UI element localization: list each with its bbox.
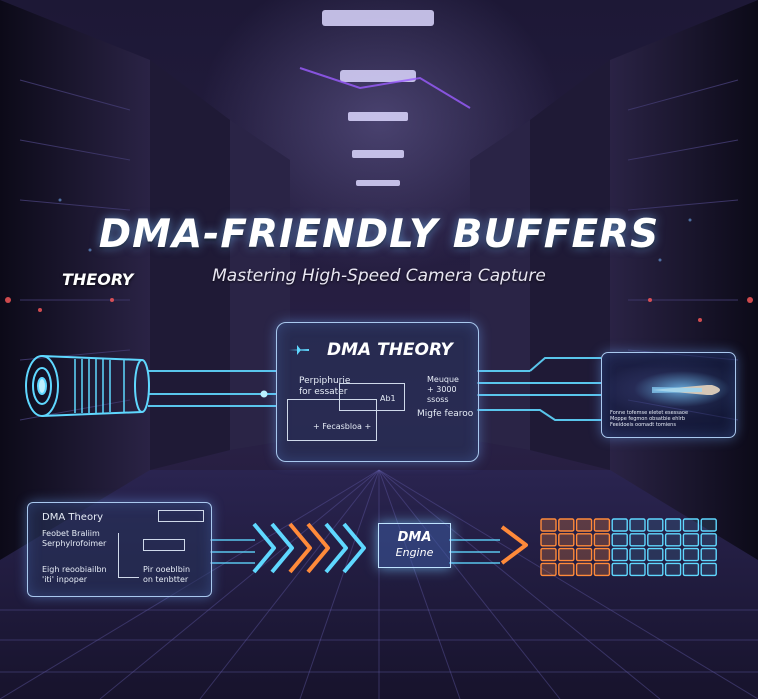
diagram-box-left (287, 399, 377, 441)
buffer-cell (664, 562, 682, 577)
chevron-arrow-icon (252, 522, 366, 574)
buffer-cell (540, 547, 557, 562)
high-speed-caption: Fonne tofemse eletet esessaoe Moppe fegm… (610, 410, 689, 428)
buffer-cell (540, 518, 557, 532)
buffer-grid-icon (540, 518, 717, 577)
buffer-cell (682, 547, 700, 562)
buffer-cell (593, 562, 611, 577)
buffer-cell (664, 533, 682, 547)
airplane-icon (289, 345, 309, 355)
dma-theory-notes-panel: DMA Theory Feobet Braliim Serphylrofoime… (27, 502, 212, 597)
dma-engine-box: DMA Engine (378, 523, 451, 568)
notes-text-a: Feobet Braliim Serphylrofoimer (42, 529, 107, 548)
buffer-cell (593, 518, 611, 532)
buffer-cell (682, 518, 700, 532)
buffer-cell (593, 533, 611, 547)
buffer-cell (611, 562, 628, 577)
buffer-cell (700, 518, 717, 532)
buffer-cell (558, 547, 575, 562)
notes-heading: DMA Theory (42, 512, 104, 523)
buffer-cell (558, 562, 575, 577)
buffer-cell (664, 547, 682, 562)
buffer-cell (575, 547, 593, 562)
dma-theory-panel: DMA THEORY Perpiphurie for essater Meuqu… (276, 322, 479, 462)
notes-text-b: Eigh reoobiailbn 'iti' inpoper (42, 565, 107, 584)
buffer-cell (647, 547, 664, 562)
panel-text-right: Migfe fearoo (417, 409, 474, 419)
buffer-cell (593, 547, 611, 562)
chevron-arrow-out-icon (500, 525, 528, 565)
buffer-cell (700, 533, 717, 547)
buffer-cell (575, 518, 593, 532)
notes-connector (118, 533, 139, 578)
buffer-cell (682, 533, 700, 547)
high-speed-panel: Fonne tofemse eletet esessaoe Moppe fegm… (601, 352, 736, 438)
buffer-cell (558, 533, 575, 547)
dma-engine-line2: Engine (395, 546, 434, 559)
buffer-cell (558, 518, 575, 532)
diagram-box-right (339, 383, 405, 411)
side-label-theory: THEORY (62, 270, 134, 289)
buffer-cell (664, 518, 682, 532)
notes-text-c: Pir ooeblbin on tenbtter (143, 565, 191, 584)
notes-box-mid (143, 539, 185, 551)
buffer-cell (611, 533, 628, 547)
notes-box-top (158, 510, 204, 522)
buffer-cell (647, 518, 664, 532)
subtitle: Mastering High-Speed Camera Capture (212, 266, 546, 286)
panel-text-bottom: + Fecasbloa + (313, 422, 372, 431)
buffer-cell (629, 547, 646, 562)
buffer-cell (611, 518, 628, 532)
buffer-cell (575, 533, 593, 547)
buffer-cell (700, 547, 717, 562)
panel-text-top-right: Meuque + 3000 ssoss (427, 375, 459, 404)
buffer-cell (611, 547, 628, 562)
buffer-cell (700, 562, 717, 577)
panel-text-top-left: Perpiphurie for essater (299, 376, 351, 397)
buffer-cell (540, 533, 557, 547)
buffer-cell (647, 533, 664, 547)
panel-text-mid: Ab1 (380, 394, 396, 403)
buffer-cell (629, 518, 646, 532)
buffer-cell (629, 533, 646, 547)
buffer-cell (682, 562, 700, 577)
dma-engine-line1: DMA (397, 530, 432, 545)
bullet-icon (652, 385, 720, 395)
buffer-cell (575, 562, 593, 577)
main-title: DMA-FRIENDLY BUFFERS (98, 212, 660, 257)
buffer-cell (629, 562, 646, 577)
buffer-cell (647, 562, 664, 577)
dma-theory-heading: DMA THEORY (327, 340, 453, 360)
buffer-cell (540, 562, 557, 577)
camera-lens-icon (25, 355, 150, 417)
